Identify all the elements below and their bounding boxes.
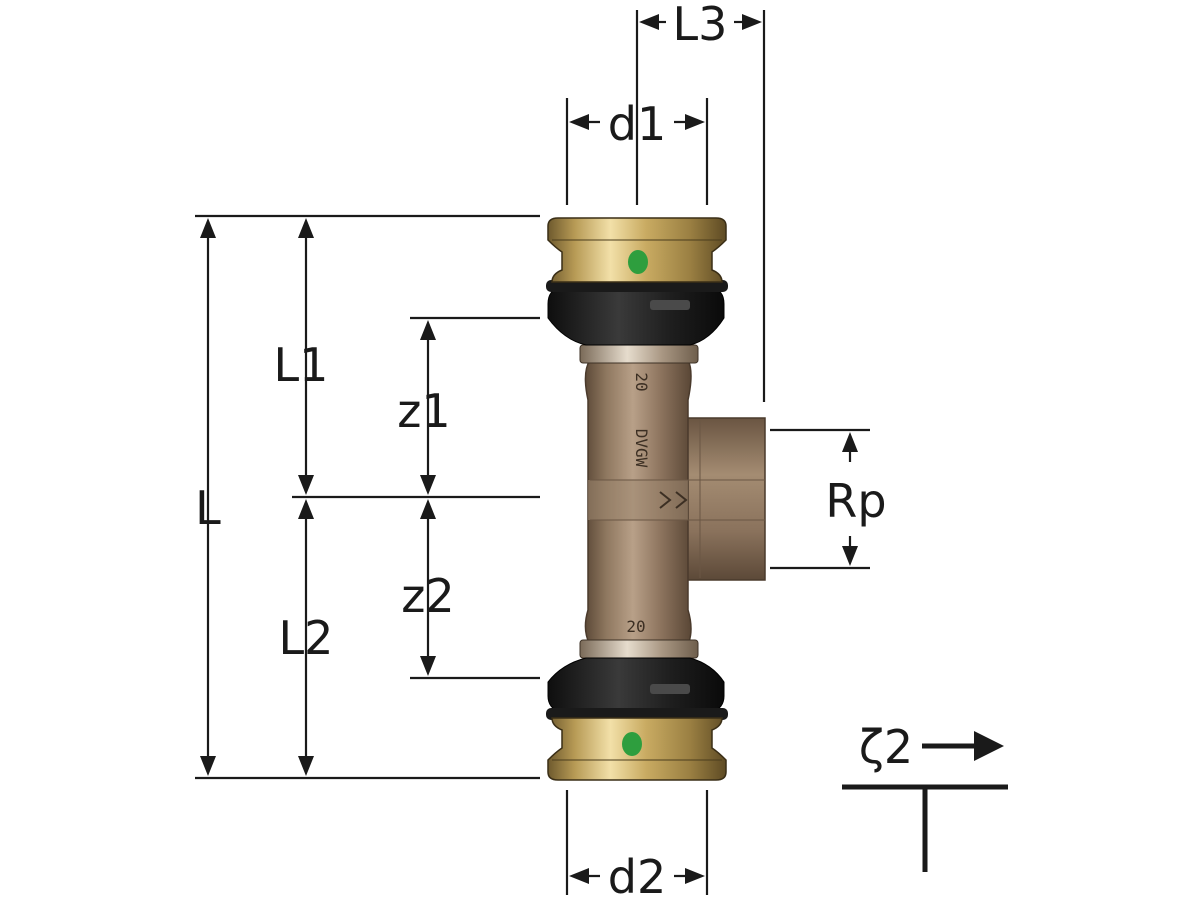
bottom-support-ring	[579, 639, 699, 659]
dvgw-logo-mark	[659, 491, 688, 509]
bottom-press-sleeve	[547, 717, 727, 781]
dimension-labels: L L1 L2 z1 z2 d1 d2 L3 Rp	[195, 0, 886, 900]
label-L3: L3	[673, 0, 728, 51]
dimension-lines	[195, 10, 870, 895]
label-d1: d1	[608, 97, 666, 151]
top-seal-collar	[546, 280, 728, 346]
bottom-seal-collar	[546, 657, 728, 720]
label-d2: d2	[608, 850, 666, 900]
flow-resistance-symbol: ζ2	[842, 720, 1008, 872]
dim-line-L	[200, 218, 216, 776]
body-marking-middle: DVGW	[632, 429, 651, 468]
dim-line-d1	[569, 114, 705, 130]
dim-line-L3	[639, 14, 762, 30]
body-marking-bottom: 20	[626, 617, 645, 636]
dim-line-d2	[569, 868, 705, 884]
label-L2: L2	[279, 611, 334, 665]
dim-line-L1	[298, 218, 314, 495]
label-Rp: Rp	[825, 474, 886, 528]
flow-arrow-icon	[974, 731, 1004, 761]
label-z1: z1	[397, 384, 450, 438]
flow-symbol-label: ζ2	[859, 720, 913, 774]
top-support-ring	[579, 344, 699, 364]
top-press-sleeve	[547, 217, 727, 283]
label-L: L	[195, 481, 221, 535]
dim-line-z1	[420, 320, 436, 495]
label-L1: L1	[274, 338, 329, 392]
body-marking-top: 20	[632, 372, 651, 391]
top-indicator-dot	[628, 250, 648, 274]
dim-line-z2	[420, 499, 436, 676]
label-z2: z2	[401, 569, 454, 623]
dim-line-L2	[298, 499, 314, 776]
dim-line-Rp	[842, 432, 858, 566]
bottom-indicator-dot	[622, 732, 642, 756]
tee-fitting: 20 DVGW 20	[546, 217, 766, 781]
